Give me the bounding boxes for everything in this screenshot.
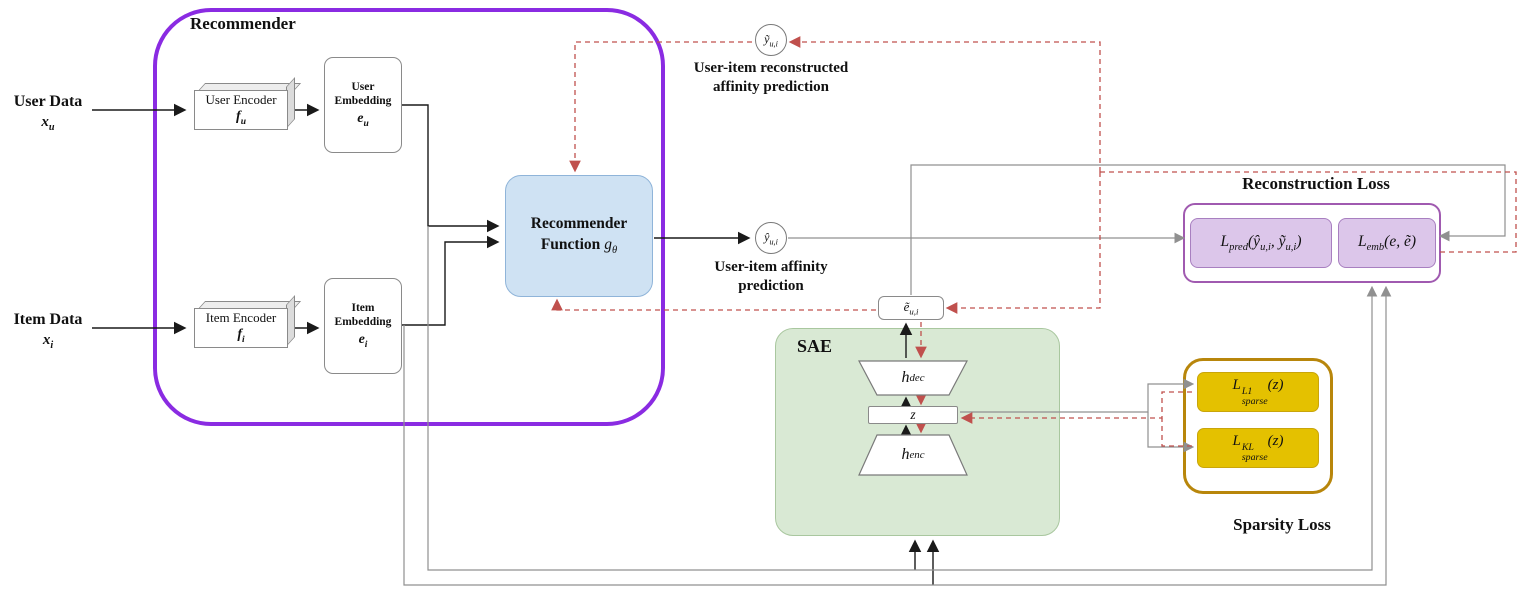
sae-latent-label: z (910, 407, 916, 422)
affinity-prediction-symbol: ŷu,i (764, 229, 778, 247)
grad-sparsity-kl-to-latent (1161, 418, 1192, 447)
wire-item-embedding-to-function (402, 235, 500, 326)
sparsity-loss-title: Sparsity Loss (1233, 515, 1331, 534)
emb-loss-label: Lemb(e, ẽ) (1357, 232, 1417, 254)
reconstructed-prediction-caption: User-item reconstructed affinity predict… (693, 60, 849, 95)
recommender-container (153, 8, 665, 426)
wire-user-embedding-to-sae-and-loss (427, 226, 1378, 571)
user-encoder-label: User Encoder (205, 92, 277, 108)
grad-loss-right-corridor (1100, 171, 1517, 253)
item-embedding-box: Item Embedding ei (324, 278, 402, 374)
item-encoder-box: Item Encoder fi (194, 294, 302, 348)
pred-loss-label: Lpred(ŷu,i, ỹu,i) (1220, 232, 1302, 254)
wire-user-embedding-to-function (402, 104, 500, 233)
recommender-function-line1: Recommender (530, 214, 628, 232)
user-encoder-symbol: fu (236, 108, 246, 127)
affinity-prediction-node: ŷu,i (755, 222, 787, 254)
sae-latent: z (868, 406, 958, 424)
reconstructed-embedding-node: ẽu,i (878, 296, 944, 320)
sae-decoder-shape (858, 360, 968, 396)
sae-title: SAE (797, 336, 833, 356)
item-encoder-label: Item Encoder (205, 310, 277, 326)
item-data-symbol: xi (42, 331, 54, 351)
wire-latent-to-sparsity-kl (1147, 412, 1195, 453)
recommender-function-symbol: gθ (604, 236, 618, 257)
item-data-text: Item Data (13, 311, 83, 328)
affinity-prediction-caption: User-item affinity prediction (714, 259, 828, 294)
reconstructed-prediction-node: ỹu,i (755, 24, 787, 56)
user-encoder-front-face: User Encoder fu (194, 90, 288, 130)
user-embedding-box: User Embedding eu (324, 57, 402, 153)
grad-reconstructed-prediction-to-function (569, 41, 752, 173)
item-encoder-front-face: Item Encoder fi (194, 308, 288, 348)
recommender-title: Recommender (190, 14, 296, 33)
sae-encoder-shape (858, 434, 968, 476)
grad-loss-to-reconstructed-embedding (945, 172, 1101, 314)
wire-item-embedding-to-sae-and-loss (403, 285, 1392, 586)
user-embedding-symbol: eu (357, 110, 369, 129)
recommender-function-word: Function (540, 236, 601, 254)
reconstructed-prediction-symbol: ỹu,i (764, 31, 778, 49)
grad-reconstructed-embedding-to-function (551, 298, 876, 311)
pred-loss-box: Lpred(ŷu,i, ỹu,i) (1190, 218, 1332, 268)
item-encoder-symbol: fi (237, 326, 245, 345)
item-embedding-label: Item Embedding (334, 302, 392, 328)
user-encoder-box: User Encoder fu (194, 76, 302, 130)
reconstruction-loss-title: Reconstruction Loss (1242, 174, 1390, 193)
user-data-label: User Data xu (4, 92, 92, 134)
item-data-label: Item Data xi (4, 310, 92, 352)
user-data-text: User Data (13, 93, 83, 110)
user-embedding-label: User Embedding (334, 81, 392, 107)
item-embedding-symbol: ei (358, 331, 368, 350)
grad-sparsity-l1-to-latent (960, 391, 1192, 424)
wire-reconstructed-embedding-to-emb-loss (910, 164, 1506, 295)
reconstructed-embedding-symbol: ẽu,i (903, 299, 919, 317)
emb-loss-box: Lemb(e, ẽ) (1338, 218, 1436, 268)
wire-latent-to-sparsity-l1 (960, 378, 1195, 413)
grad-loss-to-reconstructed-prediction (788, 36, 1101, 172)
user-data-symbol: xu (41, 113, 55, 133)
